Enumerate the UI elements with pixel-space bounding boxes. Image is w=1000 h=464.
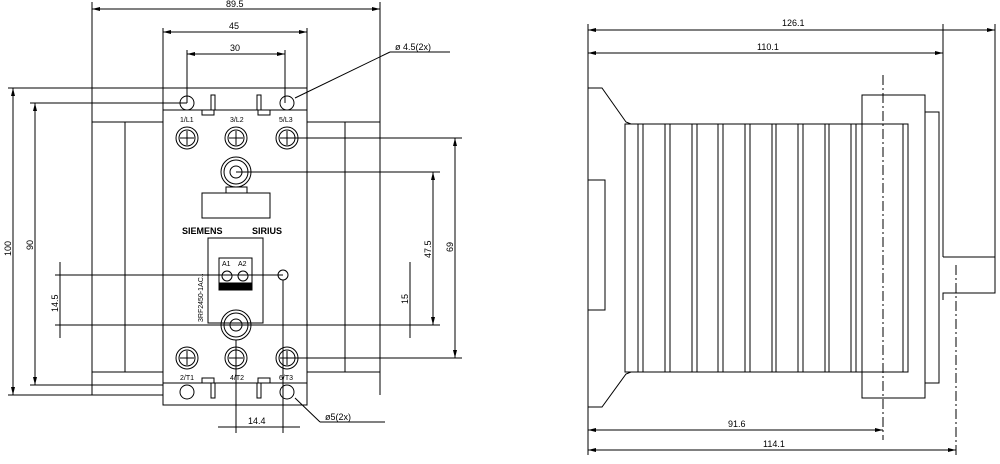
dim-hole-height: 90 (25, 240, 35, 250)
brand-logo: SIEMENS (182, 226, 223, 236)
product-line: SIRIUS (252, 226, 282, 236)
dim-hole-spacing: 30 (230, 43, 240, 53)
callout-top-holes: ø 4.5(2x) (395, 42, 431, 52)
dim-depth-110: 110.1 (757, 42, 779, 52)
dim-overall-height: 100 (3, 241, 13, 256)
terminal-label: 2/T1 (180, 375, 194, 382)
front-plate (924, 111, 940, 384)
device-cover (861, 94, 926, 399)
dim-14-5: 14.5 (50, 294, 60, 312)
heatsink (624, 123, 909, 373)
mounting-hole (179, 384, 195, 400)
dim-69: 69 (445, 242, 455, 252)
side-view: 126.1 110.1 91.6 114.1 (587, 18, 996, 456)
dim-body-width: 45 (229, 21, 239, 31)
terminal-screw-icon (224, 126, 248, 150)
control-terminal-label: A2 (238, 261, 247, 268)
terminal-label: 4/T2 (230, 375, 244, 382)
dim-overall-depth: 126.1 (782, 18, 805, 28)
dim-overall-width: 89.5 (226, 0, 244, 9)
terminal-screw-icon (175, 346, 199, 370)
device-body (162, 87, 308, 406)
dim-15: 15 (400, 294, 410, 304)
mounting-hole (279, 95, 295, 111)
dim-depth-114-1: 114.1 (763, 439, 785, 449)
control-terminal-label: A1 (222, 261, 231, 268)
terminal-label: 1/L1 (180, 117, 194, 124)
model-number: 3RF2450-1AC.. (198, 273, 205, 322)
terminal-label: 3/L2 (230, 117, 244, 124)
front-view: 1/L1 3/L2 5/L3 SIEMENS SIRIUS A1 A2 3RF2… (3, 0, 462, 433)
label-plate (201, 192, 271, 219)
dim-47-5: 47.5 (423, 240, 433, 258)
callout-bottom-holes: ø5(2x) (325, 412, 351, 422)
terminal-label: 5/L3 (279, 117, 293, 124)
terminal-label: 6/T3 (279, 375, 293, 382)
mounting-hole (279, 384, 295, 400)
dim-depth-91-6: 91.6 (728, 419, 746, 429)
terminal-screw-icon (175, 126, 199, 150)
heatsink-fins (637, 124, 904, 372)
dim-14-4: 14.4 (248, 416, 266, 426)
